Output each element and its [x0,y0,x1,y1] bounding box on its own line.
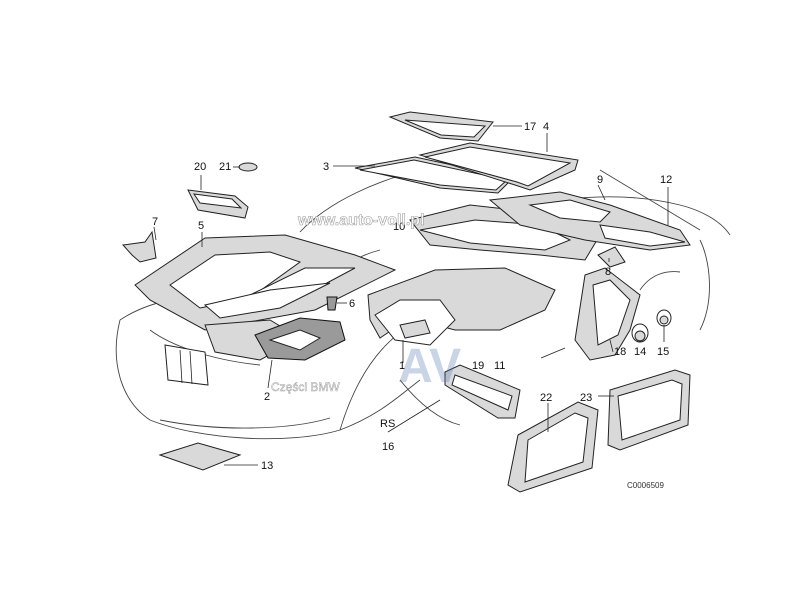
callout-17: 17 [524,121,536,133]
part-3-4-headliner [354,142,579,194]
callout-rs: RS [380,418,395,430]
drawing-code: C0006509 [627,481,664,490]
callout-labels: 17 4 3 20 21 9 12 7 5 10 8 6 18 14 15 1 … [152,121,672,472]
part-23-side-mat [607,369,691,451]
callout-11: 11 [494,360,505,372]
parts-watermark: Części BMW [271,380,340,394]
part-5-trunk-lid-panel [134,234,397,331]
part-20-tray [187,189,249,219]
part-22-side-mat [507,401,599,493]
part-13-mat [158,442,242,471]
callout-5: 5 [198,220,204,232]
callout-15: 15 [657,346,669,358]
callout-3: 3 [323,161,329,173]
part-8-trim [597,246,626,268]
leader-lines [153,125,669,466]
callout-20: 20 [194,161,206,173]
part-18-side-panel [574,267,641,361]
callout-19: 19 [472,360,484,372]
callout-7: 7 [152,216,158,228]
callout-12: 12 [660,174,672,186]
callout-13: 13 [261,460,273,472]
callout-2: 2 [264,391,270,403]
callout-9: 9 [597,174,603,186]
callout-8: 8 [605,266,611,278]
part-6-clip [326,296,338,311]
callout-23: 23 [580,392,592,404]
part-19-rail [444,364,521,419]
callout-22: 22 [540,392,552,404]
callout-1: 1 [399,360,405,372]
part-14-grommet [631,323,649,343]
callout-4: 4 [543,121,549,133]
part-2-housing [204,317,346,361]
part-7-bracket [121,230,157,263]
callout-16: 16 [382,441,394,453]
rear-plate-recess [164,344,209,386]
part-15-grommet [656,309,672,327]
part-1-floor-panel [367,267,556,346]
callout-14: 14 [634,346,646,358]
callout-18: 18 [614,346,626,358]
callout-6: 6 [349,298,355,310]
av-logo-watermark: AV [398,340,461,393]
site-watermark: www.auto-voll.pl [297,212,425,229]
part-17-panel [388,111,494,142]
callout-21: 21 [219,161,231,173]
part-9-12-rear-shelf [488,191,691,251]
part-21-cap [238,162,258,172]
callout-10: 10 [393,221,405,233]
